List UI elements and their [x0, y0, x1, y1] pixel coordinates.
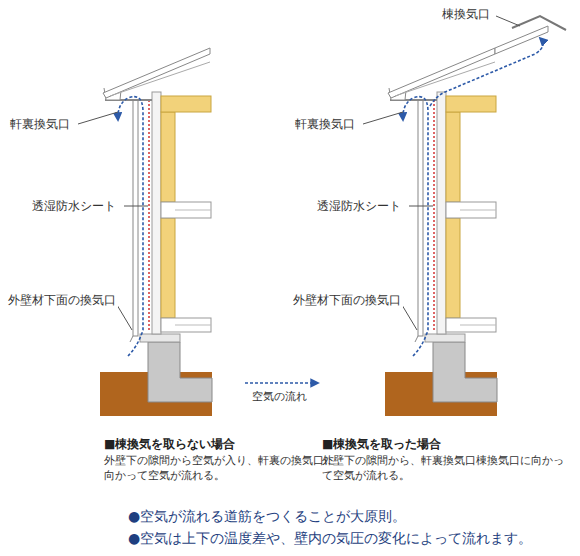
part-label: 棟換気口: [440, 6, 492, 22]
ridge-vent: [512, 16, 566, 30]
part-label: 透湿防水シート: [30, 198, 118, 214]
principle-note: ●空気が流れる道筋をつくることが大原則。: [128, 507, 406, 526]
legend-sample: [245, 382, 318, 384]
principle-note: ●空気は上下の温度差や、壁内の気圧の変化によって流れます。: [128, 529, 573, 548]
airflow-arrow: [430, 38, 543, 106]
wall-section-right: [385, 48, 497, 416]
leader-lines: [78, 16, 520, 330]
legend-label: 空気の流れ: [252, 390, 307, 405]
part-label: 軒裏換気口: [293, 116, 357, 132]
case-heading: ■棟換気を取らない場合: [104, 436, 235, 452]
wall-section-left: [100, 48, 212, 416]
case-note: 外壁下の隙間から空気が入り、軒裏の換気口に向かって空気が流れる。: [104, 454, 336, 484]
part-label: 外壁材下面の換気口: [291, 292, 403, 308]
part-label: 軒裏換気口: [8, 116, 72, 132]
part-label: 透湿防水シート: [315, 198, 403, 214]
case-heading: ■棟換気を取った場合: [322, 436, 441, 452]
case-note: 外壁下の隙間から、軒裏換気口棟換気口に向かって空気が流れる。: [322, 454, 567, 484]
part-label: 外壁材下面の換気口: [6, 292, 118, 308]
